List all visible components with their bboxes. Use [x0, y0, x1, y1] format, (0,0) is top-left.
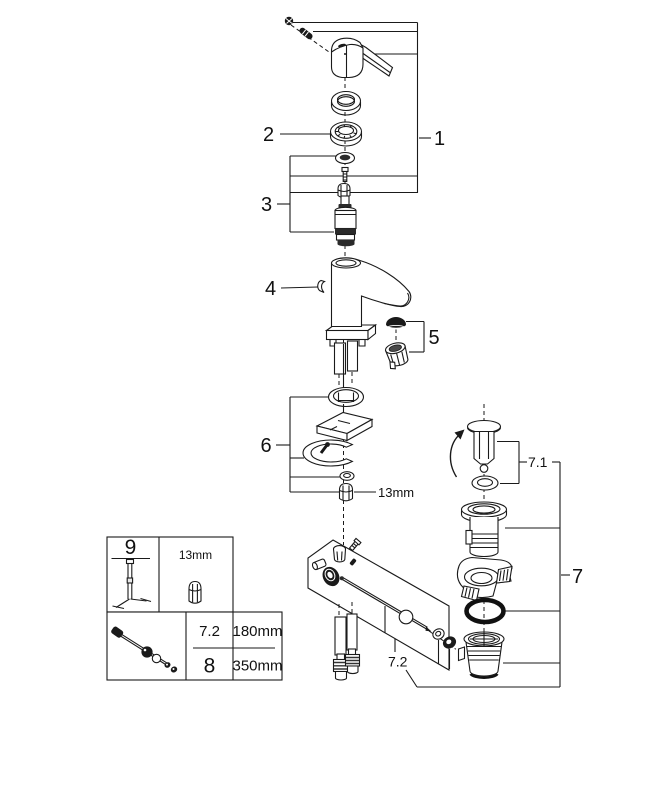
callout-5: 5	[429, 327, 440, 349]
rod-kit-icon	[111, 626, 178, 673]
part-rod-oring	[432, 628, 445, 640]
part-knob-screw	[348, 537, 362, 552]
part-handle-screw	[284, 16, 294, 26]
legend-spec-length-0: 180mm	[232, 623, 282, 640]
part-cartridge	[334, 195, 357, 247]
part-aerator-dome	[386, 317, 406, 330]
part-drain-o-ring	[464, 597, 506, 625]
callout-7-1: 7.1	[528, 454, 548, 470]
part-escutcheon-ring	[329, 121, 363, 147]
part-supply-hoses-upper	[333, 340, 359, 375]
legend-nut-size: 13mm	[179, 548, 212, 562]
part-faucet-body	[317, 257, 412, 341]
callout-7-2: 7.2	[388, 654, 408, 670]
part-drain-flange	[460, 501, 508, 558]
assembly-axis-lines	[290, 24, 485, 651]
part-popup-rod	[339, 576, 432, 632]
callout-2: 2	[263, 124, 274, 146]
pull-rod-lever	[317, 279, 326, 294]
legend-tool-ref: 9	[125, 536, 137, 559]
part-lever-handle	[330, 37, 394, 79]
callout-3: 3	[261, 194, 272, 216]
callout-7: 7	[572, 566, 583, 588]
legend-spec-ref-0: 7.2	[199, 623, 220, 640]
part-waste-tee	[456, 556, 513, 602]
rotation-arrow	[449, 429, 465, 478]
nut-13mm-icon	[188, 580, 202, 604]
callout-4: 4	[265, 278, 276, 300]
part-clamp-bolt	[311, 558, 327, 571]
callout-labels: 1 2 3 4 5 6 7 7.1 7.2 13mm	[261, 124, 584, 670]
part-mousseur	[384, 342, 409, 370]
part-plug-seal-ring	[471, 475, 499, 491]
mounting-tool-icon	[112, 558, 152, 610]
part-seal-ring	[334, 151, 356, 165]
part-base-gasket	[327, 386, 365, 408]
nut-size-label: 13mm	[378, 485, 414, 500]
legend-table: 9 13mm 7.2 180mm 8 350mm	[106, 536, 283, 681]
part-mounting-horseshoe	[302, 439, 354, 467]
part-set-screw	[349, 558, 357, 566]
legend-spec-length-1: 350mm	[232, 658, 282, 675]
part-stabilizer-plate	[315, 411, 374, 442]
part-supply-hoses-lower	[332, 613, 361, 681]
part-mounting-nut-13mm	[338, 482, 354, 502]
legend-spec-ref-1: 8	[204, 655, 216, 678]
callout-1: 1	[434, 128, 445, 150]
part-ring-upper	[330, 90, 362, 116]
part-rod-grommet	[442, 636, 457, 649]
rod-kit-boundary-box	[307, 539, 451, 671]
part-washer	[339, 471, 355, 481]
part-drain-basket	[457, 631, 505, 679]
part-handle-pin	[299, 27, 313, 40]
part-cartridge-screw	[341, 166, 349, 183]
part-rod-knob	[332, 545, 347, 563]
callout-leader-lines	[276, 21, 570, 688]
callout-6: 6	[261, 435, 272, 457]
part-grommet-ring	[322, 566, 340, 587]
part-popup-plug	[466, 419, 502, 473]
